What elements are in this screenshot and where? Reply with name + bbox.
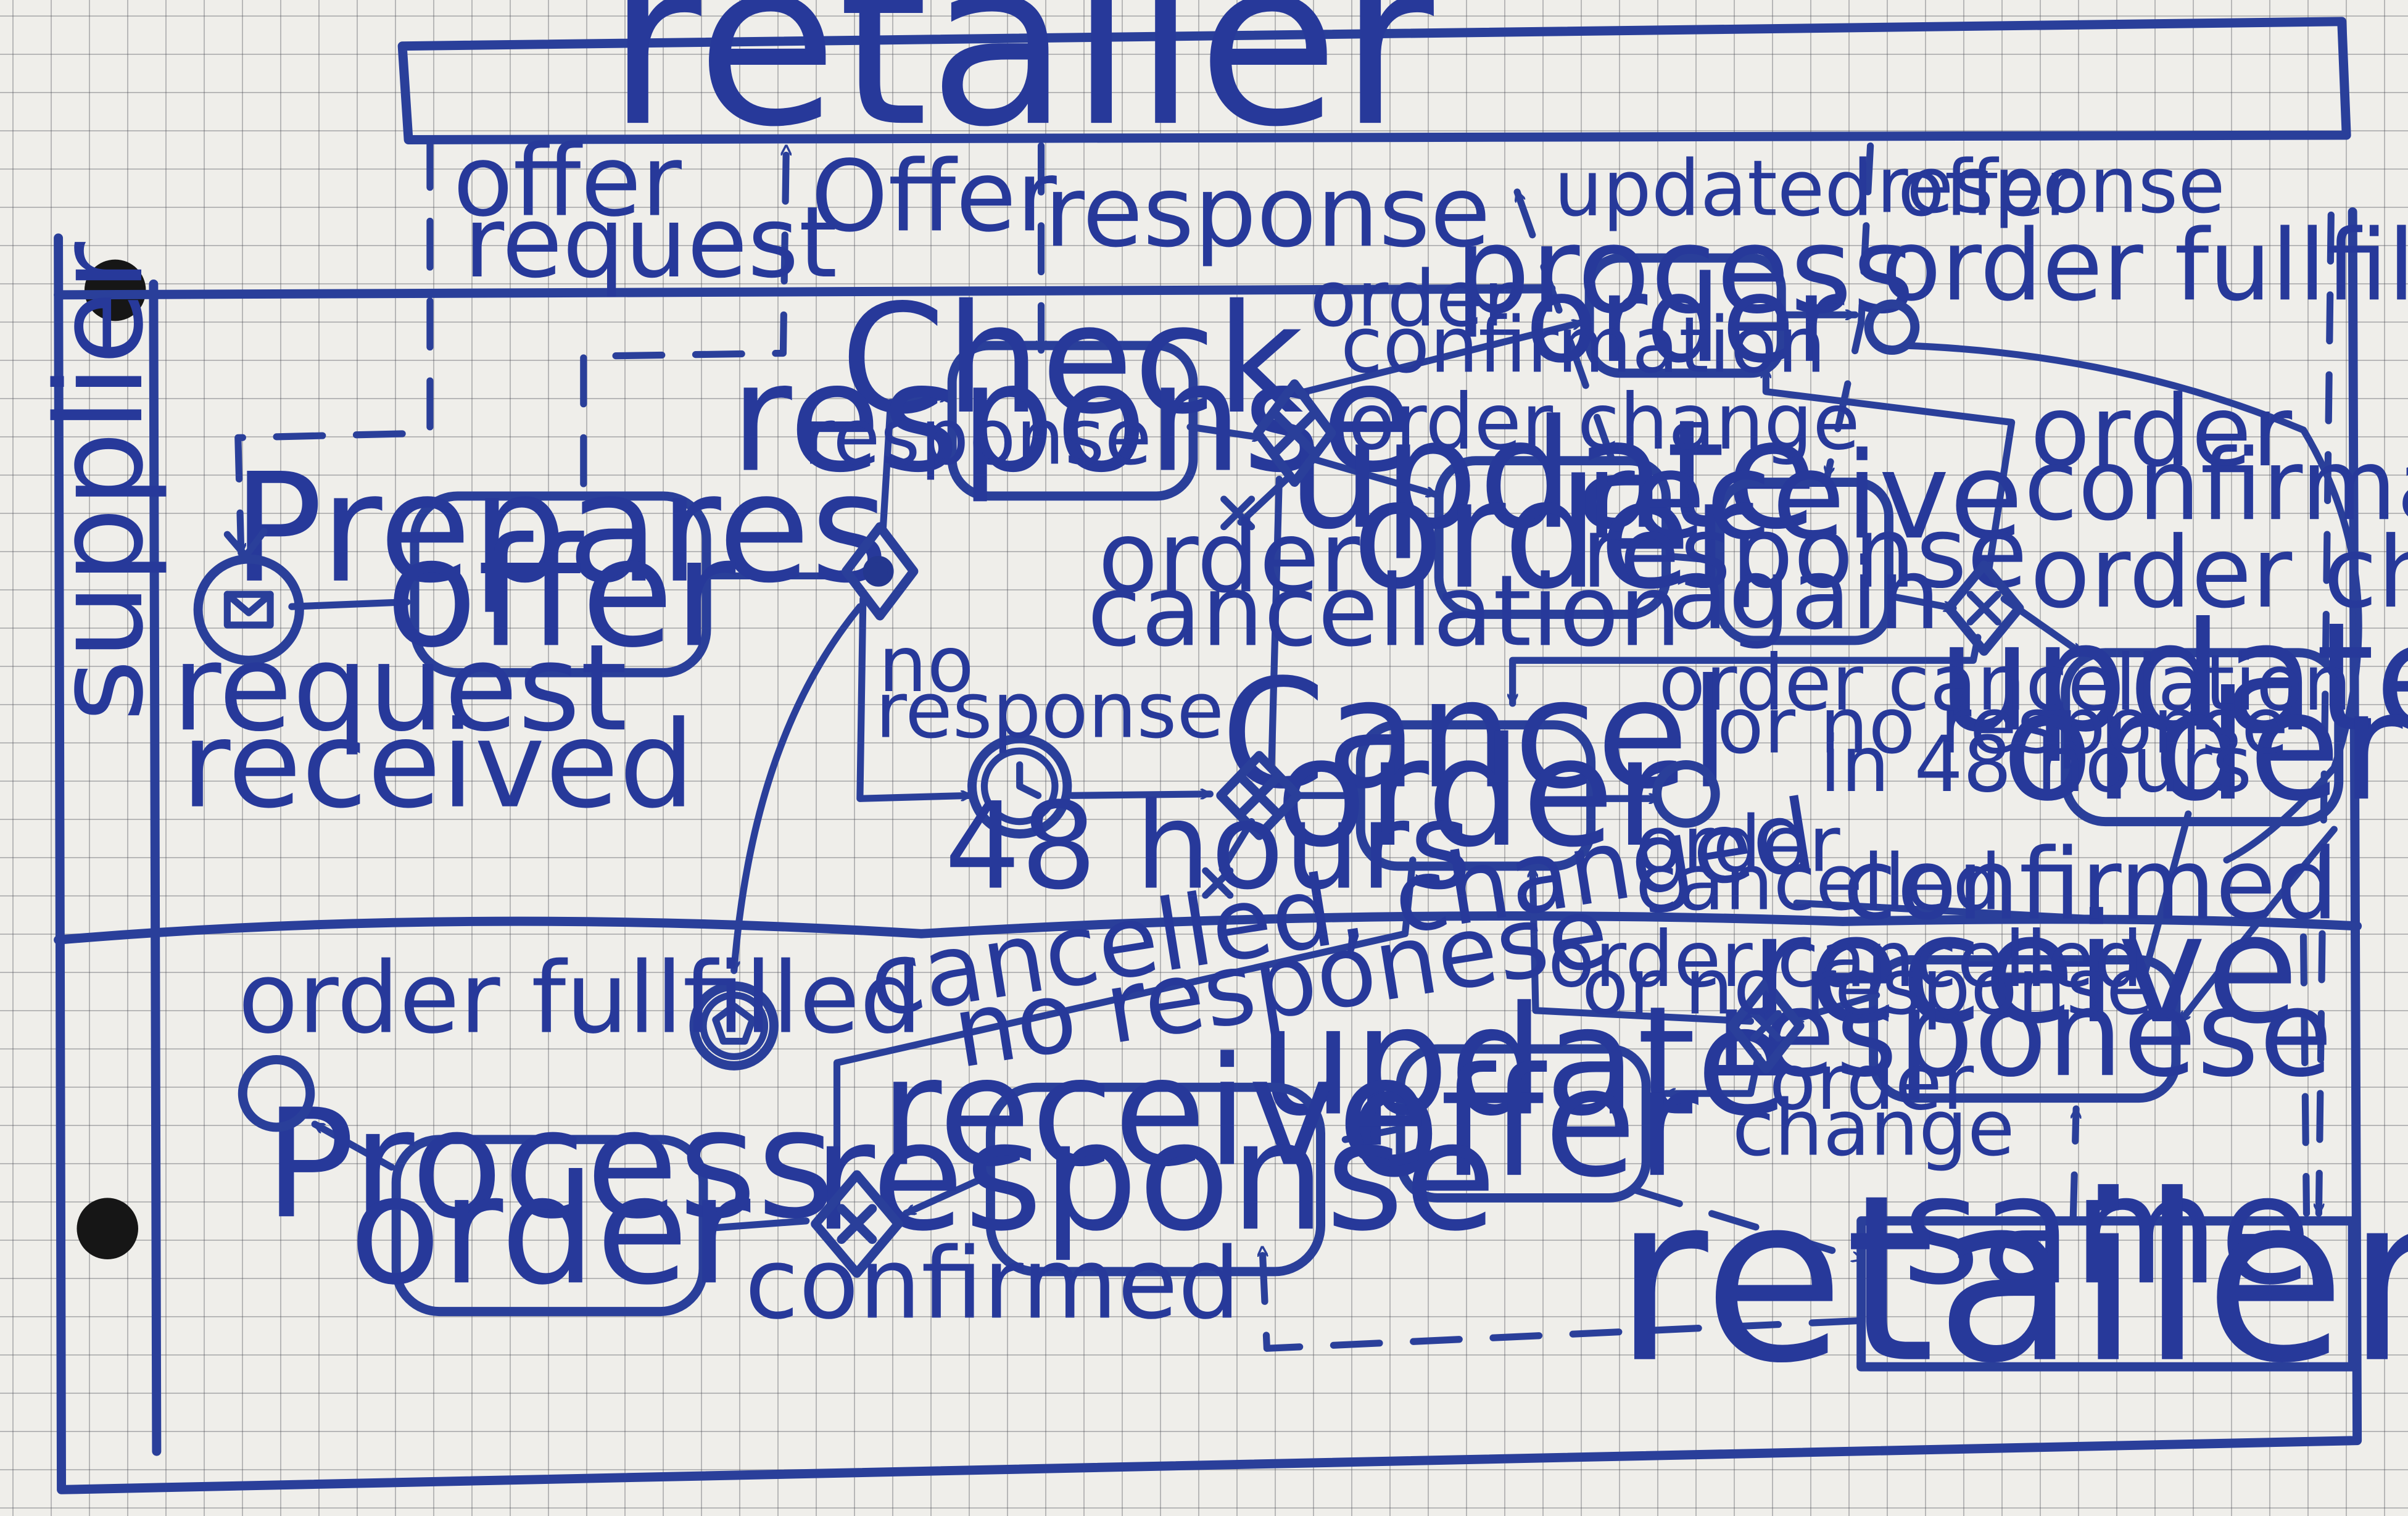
gateway-timer[interactable] (1216, 751, 1302, 840)
svg-text:offer: offer (1348, 1035, 1698, 1211)
end-event-order-fullfilled-top[interactable] (1864, 299, 1920, 355)
termination-mark (1202, 867, 1234, 899)
gateway-bottom-left[interactable] (811, 1170, 903, 1278)
svg-text:receive: receive (1586, 426, 2023, 566)
same-retailer-label: same (1902, 1143, 2312, 1318)
flow-label: order (1310, 255, 1515, 344)
svg-text:update: update (1288, 387, 1818, 563)
flow-labels: response no response order confirmation … (745, 255, 2408, 1341)
svg-text:order: order (2001, 659, 2403, 834)
flow-label: or no response (1717, 682, 2289, 771)
task-receive-responese[interactable]: receive responese (1715, 882, 2333, 1103)
timer-event[interactable] (967, 734, 1072, 839)
start-event-message[interactable] (193, 528, 304, 665)
flow-label: order change (1348, 378, 1860, 467)
svg-text:Process: Process (264, 1077, 835, 1252)
flow-label: confirmation (2024, 428, 2408, 542)
flow-label: or no response (1582, 943, 2154, 1032)
event-label: order fullfilled (238, 941, 922, 1056)
svg-text:receive: receive (1749, 882, 2299, 1057)
flow-label: response (803, 393, 1152, 483)
gateway-again[interactable] (1944, 560, 2024, 656)
svg-text:update: update (1258, 974, 1788, 1149)
svg-text:order: order (1275, 705, 1677, 880)
svg-text:response: response (1581, 495, 2027, 610)
svg-text:order: order (1352, 447, 1753, 623)
message-label: updated offer (1554, 144, 2077, 233)
svg-text:process: process (1454, 201, 1914, 340)
flow-label: response (875, 666, 1224, 756)
task-process-order-bottom[interactable]: Process order (264, 1077, 835, 1318)
svg-text:offer: offer (386, 505, 736, 681)
message-label: response (1877, 141, 2225, 230)
event-label: order (1636, 800, 1841, 889)
flow-label: confirmation (1341, 300, 1826, 390)
message-label: request (464, 185, 837, 300)
task-receive-response-again[interactable]: receive response again (1581, 426, 2027, 652)
message-label: response (1045, 154, 1491, 269)
flow-label: change (1732, 1084, 2015, 1174)
event-label: received (181, 695, 695, 835)
svg-text:again: again (1668, 537, 1941, 652)
svg-text:Cancel: Cancel (1221, 647, 1731, 822)
message-label: offer (453, 123, 682, 238)
svg-text:Check: Check (840, 272, 1303, 447)
task-cancel-order[interactable]: Cancel order (1221, 647, 1731, 880)
retailer-pool: retailer (397, 0, 2351, 178)
svg-text:responese: responese (1715, 964, 2333, 1103)
binder-hole (77, 1198, 139, 1259)
sequence-flows (288, 315, 2362, 1228)
task-update-order-2[interactable]: update order (1937, 590, 2408, 834)
event-label: 48 hours (945, 777, 1472, 916)
svg-text:order: order (1525, 250, 1845, 389)
svg-text:Prepares: Prepares (232, 441, 888, 616)
gateway-check[interactable] (1253, 379, 1336, 487)
same-retailer-pool: same retailer (1613, 1143, 2408, 1414)
message-labels: offer request Offer response updated off… (453, 123, 2225, 300)
flow-label: confirmed (1843, 827, 2338, 942)
message-flows (234, 138, 2335, 1352)
intermediate-event-pentagon[interactable] (689, 981, 779, 1071)
gateway-bottom-right[interactable] (1727, 978, 1805, 1074)
retailer-pool-label: retailer (606, 0, 1436, 178)
gateway-response[interactable] (841, 522, 919, 621)
flow-label: confirmed (745, 1227, 1240, 1341)
svg-text:response: response (813, 1089, 1497, 1264)
message-label: Offer (811, 139, 1057, 254)
same-retailer-label: retailer (1613, 1146, 2408, 1414)
task-update-offer[interactable]: update offer (1258, 974, 1788, 1211)
flow-label: in 48 hours (1819, 720, 2252, 810)
flow-label: order change (2030, 515, 2408, 630)
event-label: order fullfilled (1881, 208, 2408, 323)
event-label: request (172, 618, 627, 758)
task-update-order-1[interactable]: update order (1288, 387, 1818, 623)
end-event-order-fullfilled-bottom[interactable] (238, 1054, 315, 1132)
supplier-pool-label: supplier (30, 242, 170, 722)
termination-mark (1220, 495, 1256, 531)
svg-text:order: order (349, 1143, 751, 1318)
flow-label: order cancelled (1548, 915, 2143, 1004)
flow-label: cancellation (1087, 553, 1681, 668)
task-process-order-top[interactable]: process order (1454, 201, 1914, 389)
task-prepares-offer[interactable]: Prepares offer (232, 441, 888, 681)
supplier-pool: supplier (30, 207, 2362, 1494)
flow-label: order (2030, 374, 2292, 489)
flow-label: order (1098, 500, 1360, 615)
event-labels: request received order fullfilled 48 hou… (172, 208, 2408, 1055)
task-receive-response[interactable]: receive response (813, 1025, 1497, 1277)
end-event-order-cancelled[interactable] (1652, 760, 1720, 828)
flow-label: order (1769, 1038, 1974, 1127)
flow-label: order cancellation (1658, 639, 2352, 728)
flow-label: no (879, 620, 974, 710)
event-label: cancelled (1636, 838, 2001, 927)
svg-text:receive: receive (880, 1025, 1429, 1200)
